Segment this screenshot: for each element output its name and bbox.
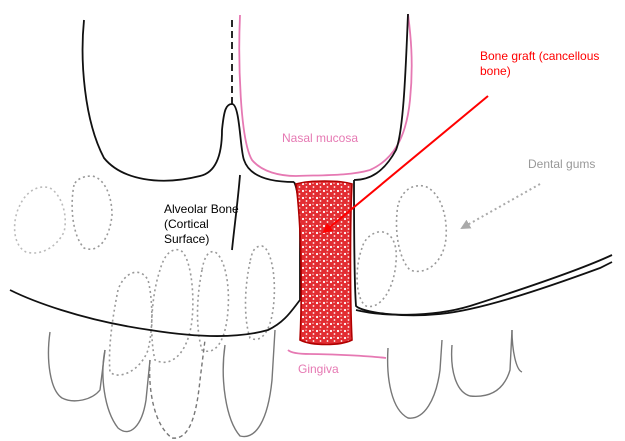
tooth-right-lateral: [452, 330, 512, 396]
tooth-left-lateral: [103, 350, 150, 432]
dental-gum-right-1: [357, 232, 396, 307]
unerupted-tooth-left-2: [152, 250, 193, 363]
tooth-far-left: [49, 332, 106, 401]
bone-graft-column: [296, 181, 352, 345]
tooth-right-central: [388, 340, 442, 418]
dental-gum-left-outer: [15, 187, 66, 253]
tooth-left-canine: [150, 340, 205, 438]
nasal-mucosa-outline: [239, 14, 411, 176]
gingiva-outline: [288, 350, 386, 358]
teeth-group: [49, 330, 523, 438]
tooth-far-right: [512, 330, 522, 372]
tooth-left-central: [223, 330, 275, 437]
dental-gum-right-2: [397, 186, 447, 272]
alveolar-bone-label: Alveolar Bone (Cortical Surface): [164, 202, 264, 247]
dental-gums-arrow: [462, 184, 540, 228]
bone-graft-arrow: [324, 96, 488, 232]
dental-gum-left-inner: [72, 176, 112, 249]
gingiva-label: Gingiva: [298, 362, 339, 377]
dental-gums-label: Dental gums: [528, 157, 595, 172]
bone-graft-label: Bone graft (cancellous bone): [480, 49, 620, 79]
unerupted-tooth-left-4: [246, 246, 275, 339]
nasal-mucosa-label: Nasal mucosa: [282, 131, 358, 146]
